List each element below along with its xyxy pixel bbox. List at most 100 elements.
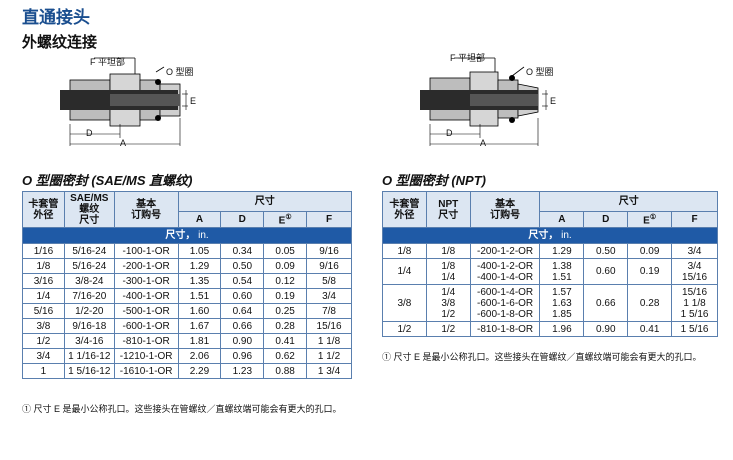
cell-od: 1/4 — [22, 288, 65, 304]
cell-d: 1.23 — [220, 363, 265, 379]
cell-a: 1.60 — [177, 303, 222, 319]
cell-part: -300-1-OR — [113, 273, 179, 289]
unit-row: 尺寸， in. — [382, 227, 718, 244]
cell-od: 1/2 — [22, 333, 65, 349]
cell-d: 0.96 — [220, 348, 265, 364]
cell-f: 5/8 — [306, 273, 352, 289]
cell-f: 3/4 15/16 — [671, 258, 718, 285]
cell-thread: 1/8 1/4 — [425, 258, 471, 285]
unit-row: 尺寸， in. — [22, 227, 352, 244]
cell-od: 3/4 — [22, 348, 65, 364]
header-tube-od: 卡套管 外径 — [382, 191, 427, 228]
cell-part: -500-1-OR — [113, 303, 179, 319]
cell-e: 0.28 — [263, 318, 308, 334]
cell-a: 1.29 — [177, 258, 222, 274]
cell-od: 3/8 — [382, 284, 427, 322]
cell-e: 0.28 — [627, 284, 673, 322]
cell-d: 0.50 — [220, 258, 265, 274]
cell-thread: 5/16-24 — [63, 243, 115, 259]
header-a: A — [177, 211, 222, 228]
cell-e: 0.19 — [263, 288, 308, 304]
cell-e: 0.09 — [263, 258, 308, 274]
cell-part: -810-1-OR — [113, 333, 179, 349]
dim-e-right: E — [550, 96, 557, 106]
dim-a-right: A — [480, 138, 487, 148]
cell-od: 3/16 — [22, 273, 65, 289]
header-e: E① — [627, 211, 673, 228]
cell-f: 9/16 — [306, 243, 352, 259]
left-section-title: O 型圈密封 (SAE/MS 直螺纹) — [22, 173, 193, 188]
cell-part: -1610-1-OR — [113, 363, 179, 379]
cell-part: -400-1-OR — [113, 288, 179, 304]
cell-part: -600-1-OR — [113, 318, 179, 334]
cell-part: -810-1-8-OR — [469, 321, 541, 337]
cell-f: 15/16 1 1/8 1 5/16 — [671, 284, 718, 322]
left-spec-table: 卡套管 外径 SAE/MS 螺纹 尺寸 基本 订购号 尺寸 A D E① F 尺… — [22, 191, 353, 379]
cell-a: 1.57 1.63 1.85 — [539, 284, 585, 322]
header-a: A — [539, 211, 585, 228]
page-subtitle: 外螺纹连接 — [22, 34, 98, 51]
cell-part: -400-1-2-OR -400-1-4-OR — [469, 258, 541, 285]
cell-part: -100-1-OR — [113, 243, 179, 259]
dim-d-left: D — [86, 128, 93, 138]
header-d: D — [583, 211, 629, 228]
cell-a: 2.06 — [177, 348, 222, 364]
dim-d-right: D — [446, 128, 453, 138]
cell-d: 0.90 — [220, 333, 265, 349]
cell-d: 0.60 — [220, 288, 265, 304]
cell-thread: 9/16-18 — [63, 318, 115, 334]
cell-od: 1/8 — [22, 258, 65, 274]
cell-a: 1.35 — [177, 273, 222, 289]
cell-d: 0.60 — [583, 258, 629, 285]
cell-thread: 3/8-24 — [63, 273, 115, 289]
cell-od: 3/8 — [22, 318, 65, 334]
header-thread: NPT 尺寸 — [425, 191, 471, 228]
cell-f: 1 1/8 — [306, 333, 352, 349]
cell-od: 5/16 — [22, 303, 65, 319]
cell-thread: 1/4 3/8 1/2 — [425, 284, 471, 322]
fitting-diagram-right — [420, 57, 548, 146]
cell-part: -200-1-2-OR — [469, 243, 541, 259]
flat-label-left: F 平坦部 — [90, 57, 125, 67]
cell-od: 1/2 — [382, 321, 427, 337]
cell-a: 1.51 — [177, 288, 222, 304]
cell-thread: 1/8 — [425, 243, 471, 259]
cell-d: 0.50 — [583, 243, 629, 259]
cell-d: 0.90 — [583, 321, 629, 337]
cell-f: 1 5/16 — [671, 321, 718, 337]
header-thread: SAE/MS 螺纹 尺寸 — [63, 191, 115, 228]
right-footnote: ① 尺寸 E 是最小公称孔口。这些接头在管螺纹／直螺纹端可能会有更大的孔口。 — [382, 352, 702, 362]
cell-e: 0.19 — [627, 258, 673, 285]
flat-label-right: F 平坦部 — [450, 53, 485, 63]
cell-d: 0.34 — [220, 243, 265, 259]
cell-e: 0.09 — [627, 243, 673, 259]
header-dims: 尺寸 — [539, 191, 718, 212]
right-section-title: O 型圈密封 (NPT) — [382, 173, 486, 188]
header-dims: 尺寸 — [177, 191, 353, 212]
cell-e: 0.62 — [263, 348, 308, 364]
cell-thread: 1 1/16-12 — [63, 348, 115, 364]
cell-e: 0.41 — [627, 321, 673, 337]
header-tube-od: 卡套管 外径 — [22, 191, 65, 228]
cell-thread: 1 5/16-12 — [63, 363, 115, 379]
header-d: D — [220, 211, 265, 228]
dim-a-left: A — [120, 138, 127, 148]
cell-f: 15/16 — [306, 318, 352, 334]
cell-a: 1.96 — [539, 321, 585, 337]
cell-f: 7/8 — [306, 303, 352, 319]
cell-od: 1/8 — [382, 243, 427, 259]
cell-e: 0.12 — [263, 273, 308, 289]
cell-e: 0.41 — [263, 333, 308, 349]
oring-label-left: O 型圈 — [166, 67, 194, 77]
dim-e-left: E — [190, 96, 197, 106]
cell-d: 0.66 — [220, 318, 265, 334]
cell-thread: 5/16-24 — [63, 258, 115, 274]
